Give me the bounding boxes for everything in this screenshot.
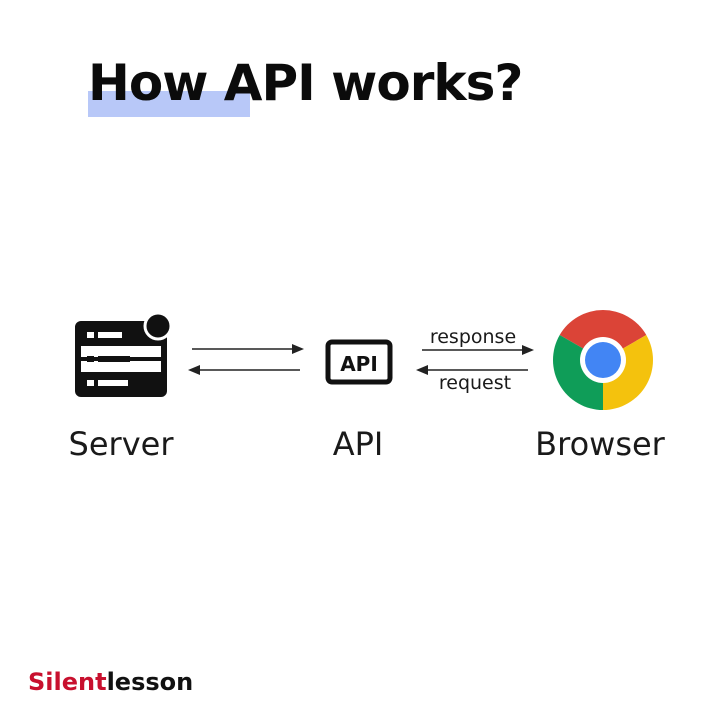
browser-label: Browser bbox=[535, 425, 665, 463]
api-icon-text: API bbox=[340, 352, 378, 376]
response-label: response bbox=[429, 326, 517, 348]
api-icon-frame: API bbox=[325, 339, 393, 385]
server-label: Server bbox=[68, 425, 174, 463]
api-flow-diagram: API response request Server API Browser bbox=[0, 300, 720, 480]
chrome-icon bbox=[553, 310, 653, 410]
page-title: How API works? bbox=[88, 54, 523, 112]
brand-part-lesson: lesson bbox=[106, 668, 194, 696]
request-label: request bbox=[438, 372, 512, 394]
request-arrow bbox=[416, 365, 528, 375]
title-highlight bbox=[88, 91, 250, 117]
brand-logo: Silentlesson bbox=[28, 667, 193, 697]
arrow-to-server bbox=[188, 365, 300, 375]
arrow-to-api bbox=[192, 344, 304, 354]
api-icon: API bbox=[324, 338, 394, 386]
title-area: How API works? bbox=[88, 52, 568, 122]
api-label: API bbox=[332, 425, 384, 463]
brand-part-silent: Silent bbox=[28, 668, 107, 696]
response-arrow bbox=[422, 345, 534, 355]
server-icon bbox=[75, 312, 173, 397]
